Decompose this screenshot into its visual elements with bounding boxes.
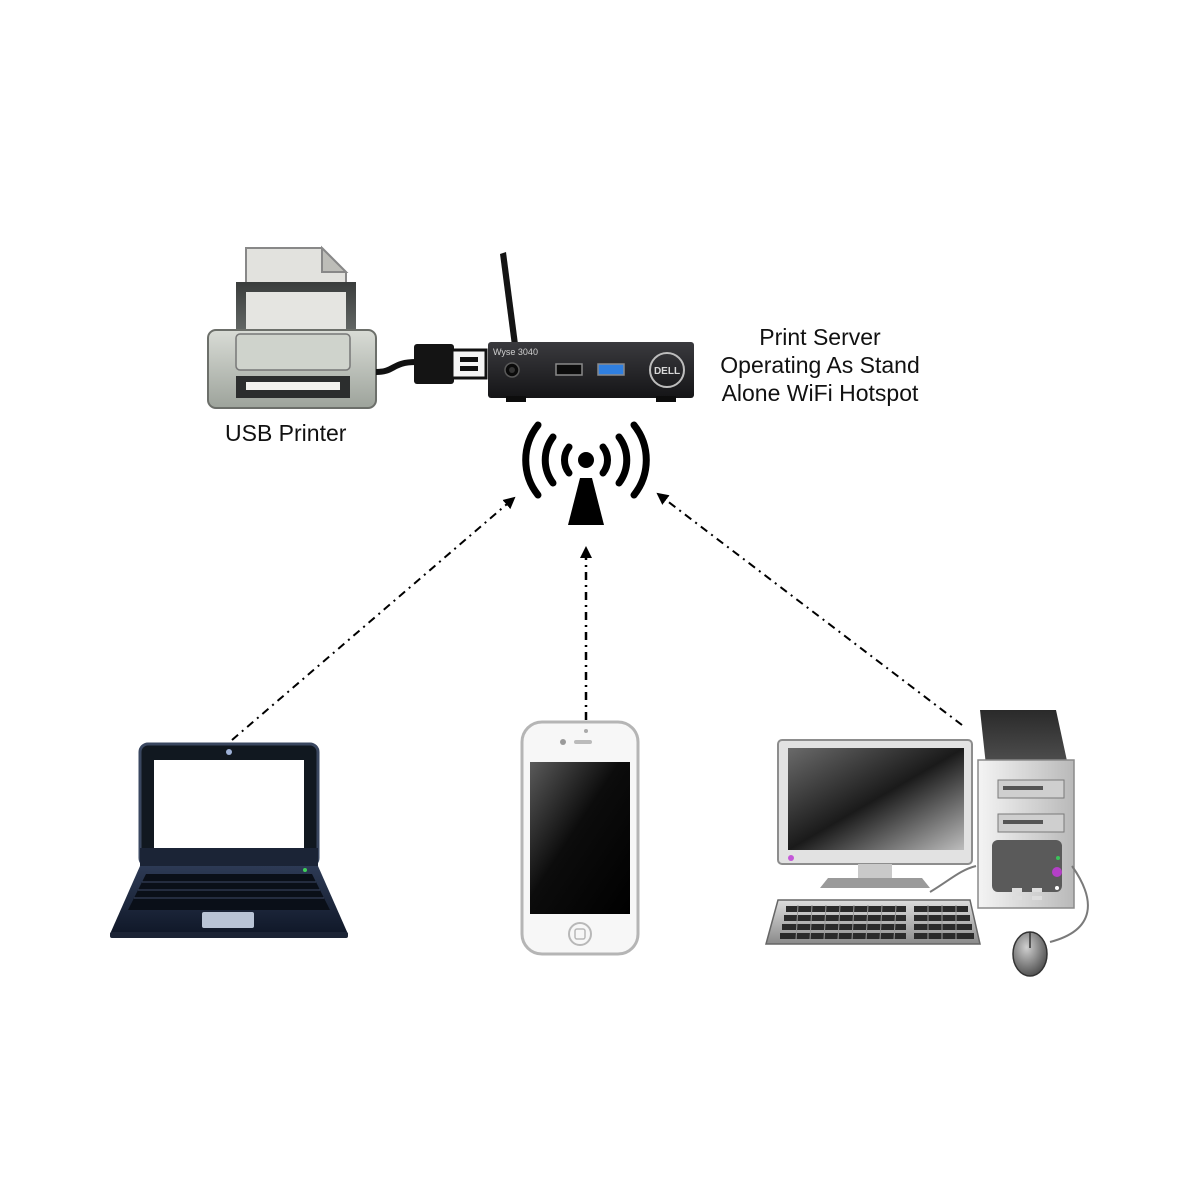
server-label-line1: Print Server bbox=[759, 324, 881, 350]
laptop-icon bbox=[110, 742, 348, 938]
printer-label: USB Printer bbox=[225, 420, 347, 446]
printer-icon bbox=[207, 245, 377, 409]
mouse-icon bbox=[1012, 931, 1048, 977]
server-label-line2: Operating As Stand bbox=[720, 352, 919, 378]
antenna-icon bbox=[500, 252, 518, 346]
usb-plug-icon bbox=[375, 344, 488, 384]
connection-laptop-to-hotspot bbox=[231, 496, 516, 741]
wifi-broadcast-icon bbox=[522, 421, 650, 525]
desktop-computer-icon bbox=[765, 710, 1089, 945]
server-label-line3: Alone WiFi Hotspot bbox=[722, 380, 919, 406]
thin-client-icon: Wyse 3040 DELL bbox=[488, 342, 694, 402]
smartphone-icon bbox=[520, 720, 640, 956]
server-brand-logo: DELL bbox=[654, 366, 680, 377]
server-model-marking: Wyse 3040 bbox=[493, 347, 538, 357]
connection-desktop-to-hotspot bbox=[656, 492, 963, 726]
